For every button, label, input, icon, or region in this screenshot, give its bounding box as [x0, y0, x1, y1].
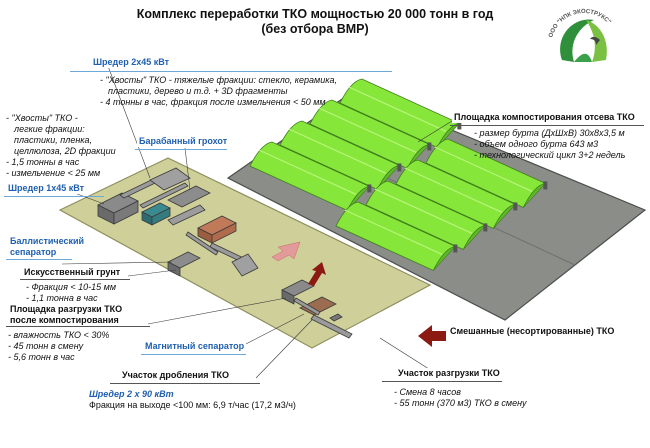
compost-unload-props: - влажность ТКО < 30% - 45 тонн в смену … — [8, 330, 110, 362]
fraction-output: Фракция на выходе <100 мм: 6,9 т/час (17… — [89, 400, 296, 410]
company-logo: ООО "НПК ЭКОСТРУКС" — [545, 7, 623, 85]
label-unload-site: Участок разгрузки ТКО — [396, 368, 502, 379]
processing-platform — [58, 157, 432, 349]
windrow-post — [453, 244, 458, 253]
label-shredder-1x45: Шредер 1х45 кВт — [6, 183, 87, 194]
underline-compost-pad — [450, 125, 644, 126]
unload-site-props: - Смена 8 часов - 55 тонн (370 м3) ТКО в… — [394, 387, 527, 408]
underline-unload-site — [382, 381, 502, 382]
windrow-highlight — [374, 188, 473, 234]
underline-drum-screen — [135, 149, 227, 150]
windrow-post — [513, 202, 518, 211]
label-magnetic-separator: Магнитный сепаратор — [143, 341, 247, 352]
underline-shredder-2x45 — [70, 71, 392, 72]
underline-unload-compost — [6, 326, 150, 327]
compost-pad-props: - размер бурта (ДхШхВ) 30х8х3,5 м - объе… — [474, 128, 626, 160]
tails-light-text: - "Хвосты" ТКО - легкие фракции: пластик… — [6, 113, 116, 178]
windrow-highlight — [288, 128, 387, 174]
tails-heavy-text: - "Хвосты" ТКО - тяжелые фракции: стекло… — [100, 75, 337, 107]
title-line-1: Комплекс переработки ТКО мощностью 20 00… — [136, 7, 494, 21]
leader-lines — [61, 65, 453, 379]
windrow-highlight — [434, 146, 533, 192]
windrow-post — [367, 184, 372, 193]
to-compost-arrow — [308, 262, 326, 286]
windrow-highlight — [344, 209, 443, 255]
underline-artificial-soil — [20, 279, 130, 280]
windrows — [249, 78, 548, 271]
windrow-post — [543, 181, 548, 190]
windrow-post — [427, 142, 432, 151]
windrow-post — [397, 163, 402, 172]
windrow-highlight — [404, 167, 503, 213]
label-drum-screen: Барабанный грохот — [137, 136, 230, 147]
windrow-post — [483, 223, 488, 232]
mixed-tko-arrow — [418, 325, 446, 347]
label-crushing-site: Участок дробления ТКО — [120, 370, 231, 381]
label-shredder-2x90: Шредер 2 х 90 кВт — [89, 389, 174, 399]
label-mixed-tko: Смешанные (несортированные) ТКО — [448, 326, 617, 337]
windrow-highlight — [348, 86, 447, 132]
windrow-highlight — [258, 149, 357, 195]
label-unload-compost: Площадка разгрузки ТКО после компостиров… — [8, 304, 125, 326]
label-shredder-2x45: Шредер 2х45 кВт — [91, 57, 172, 68]
underline-shredder-1x45 — [4, 196, 104, 197]
flow-arrows — [271, 241, 446, 347]
label-ballistic-separator: Баллистический сепаратор — [8, 236, 87, 258]
return-arrow — [271, 241, 301, 262]
underline-magnetic — [141, 354, 246, 355]
equipment — [97, 167, 353, 339]
label-compost-pad: Площадка компостирования отсева ТКО — [452, 112, 637, 123]
underline-ballistic — [6, 259, 72, 260]
page-title: Комплекс переработки ТКО мощностью 20 00… — [110, 7, 520, 37]
underline-crushing — [110, 383, 260, 384]
label-artificial-soil: Искусственный грунт — [22, 267, 123, 278]
soil-props: - Фракция < 10-15 мм - 1,1 тонна в час — [26, 282, 116, 303]
windrow-highlight — [318, 107, 417, 153]
title-line-2: (без отбора ВМР) — [261, 22, 369, 36]
